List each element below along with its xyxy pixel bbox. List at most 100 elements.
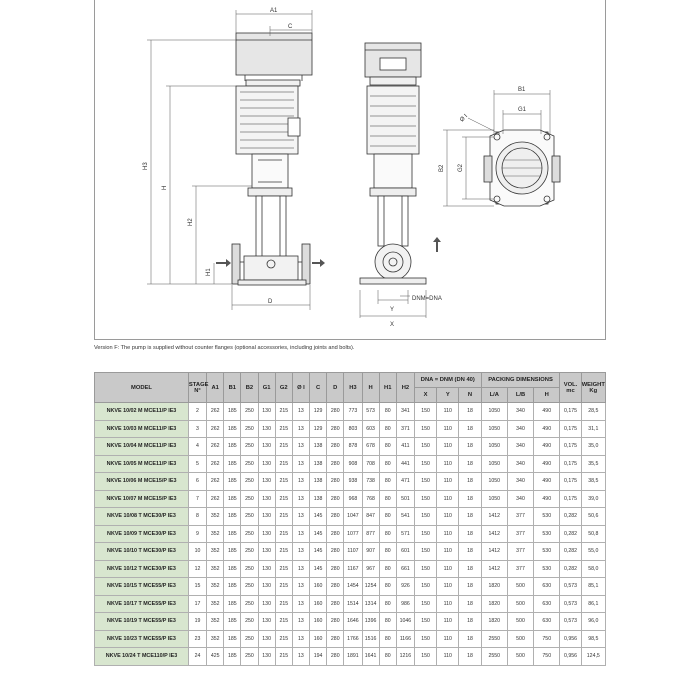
table-cell: 160 — [309, 629, 328, 648]
table-cell: 13 — [291, 437, 311, 456]
table-cell: 50,8 — [580, 524, 607, 543]
table-cell: 130 — [257, 419, 276, 438]
table-cell: 35,5 — [580, 454, 607, 473]
table-cell: 215 — [274, 594, 293, 613]
table-cell: 250 — [240, 472, 259, 491]
table-cell: 150 — [413, 437, 438, 456]
table-cell: 150 — [413, 629, 438, 648]
table-cell: 1820 — [480, 612, 508, 631]
table-cell: 0,282 — [559, 524, 582, 543]
table-cell: 215 — [274, 507, 293, 526]
table-cell: 185 — [223, 472, 242, 491]
table-cell: 185 — [223, 489, 242, 508]
table-cell: 250 — [240, 507, 259, 526]
table-cell: 280 — [326, 489, 345, 508]
table-cell: 250 — [240, 489, 259, 508]
table-cell: 1050 — [480, 419, 508, 438]
table-cell: 571 — [395, 524, 415, 543]
dim-label-d: D — [268, 299, 273, 305]
table-cell: 215 — [274, 437, 293, 456]
table-cell: 185 — [223, 647, 242, 666]
table-cell: 185 — [223, 419, 242, 438]
table-cell: 280 — [326, 454, 345, 473]
table-cell: 280 — [326, 507, 345, 526]
table-cell: 0,175 — [559, 489, 582, 508]
table-cell: 1050 — [480, 489, 508, 508]
table-cell: 13 — [291, 507, 311, 526]
header-dim: G2 — [274, 372, 293, 403]
table-cell: 110 — [436, 402, 460, 421]
table-cell: 768 — [361, 489, 380, 508]
table-cell: 773 — [343, 402, 363, 421]
dim-label-x: X — [390, 322, 394, 328]
table-cell: 280 — [326, 629, 345, 648]
table-cell: 1454 — [343, 577, 363, 596]
table-cell: 13 — [291, 472, 311, 491]
table-cell: 185 — [223, 594, 242, 613]
table-cell: 500 — [506, 577, 535, 596]
header-dna-n: N — [458, 387, 482, 403]
table-cell: 1641 — [361, 647, 380, 666]
dim-label-g2: G2 — [458, 163, 464, 172]
table-cell: 39,0 — [580, 489, 607, 508]
dim-label-h2: H2 — [188, 218, 194, 226]
table-cell: 9 — [187, 524, 208, 543]
table-cell: 377 — [506, 524, 535, 543]
table-cell: 280 — [326, 419, 345, 438]
table-cell: 1412 — [480, 559, 508, 578]
table-cell: 215 — [274, 647, 293, 666]
table-cell: 98,5 — [580, 629, 607, 648]
table-cell: 425 — [206, 647, 225, 666]
table-cell: 530 — [533, 559, 561, 578]
header-packing-lb: L/B — [506, 387, 535, 403]
table-cell: 250 — [240, 542, 259, 561]
table-cell: 250 — [240, 577, 259, 596]
table-cell: 411 — [395, 437, 415, 456]
table-cell: 250 — [240, 647, 259, 666]
table-cell: 138 — [309, 437, 328, 456]
table-cell: 4 — [187, 437, 208, 456]
table-cell: 13 — [291, 559, 311, 578]
table-cell: 490 — [533, 454, 561, 473]
dim-label-c: C — [288, 24, 293, 30]
table-cell: 661 — [395, 559, 415, 578]
table-cell: 18 — [458, 419, 482, 438]
model-cell: NKVE 10/15 T MCE55/P IE3 — [94, 577, 189, 596]
table-cell: 80 — [378, 402, 397, 421]
table-cell: 150 — [413, 559, 438, 578]
table-cell: 38,5 — [580, 472, 607, 491]
table-cell: 601 — [395, 542, 415, 561]
table-cell: 847 — [361, 507, 380, 526]
table-cell: 250 — [240, 454, 259, 473]
table-cell: 1050 — [480, 437, 508, 456]
table-cell: 110 — [436, 419, 460, 438]
table-cell: 926 — [395, 577, 415, 596]
table-cell: 31,1 — [580, 419, 607, 438]
table-cell: 150 — [413, 402, 438, 421]
model-cell: NKVE 10/23 T MCE55/P IE3 — [94, 629, 189, 648]
header-stage: STAGE N° — [187, 372, 208, 403]
table-cell: 18 — [458, 612, 482, 631]
table-cell: 377 — [506, 542, 535, 561]
table-cell: 1646 — [343, 612, 363, 631]
table-cell: 130 — [257, 454, 276, 473]
table-cell: 250 — [240, 437, 259, 456]
table-cell: 19 — [187, 612, 208, 631]
table-cell: 130 — [257, 629, 276, 648]
table-cell: 630 — [533, 612, 561, 631]
table-cell: 1077 — [343, 524, 363, 543]
table-cell: 13 — [291, 489, 311, 508]
table-cell: 630 — [533, 594, 561, 613]
table-cell: 1766 — [343, 629, 363, 648]
table-cell: 0,175 — [559, 437, 582, 456]
table-cell: 10 — [187, 542, 208, 561]
table-cell: 377 — [506, 559, 535, 578]
table-cell: 194 — [309, 647, 328, 666]
table-cell: 80 — [378, 542, 397, 561]
table-cell: 0,282 — [559, 507, 582, 526]
model-cell: NKVE 10/05 M MCE11/P IE3 — [94, 454, 189, 473]
dim-label-h1: H1 — [206, 268, 212, 276]
version-note: Version F: The pump is supplied without … — [94, 345, 355, 351]
